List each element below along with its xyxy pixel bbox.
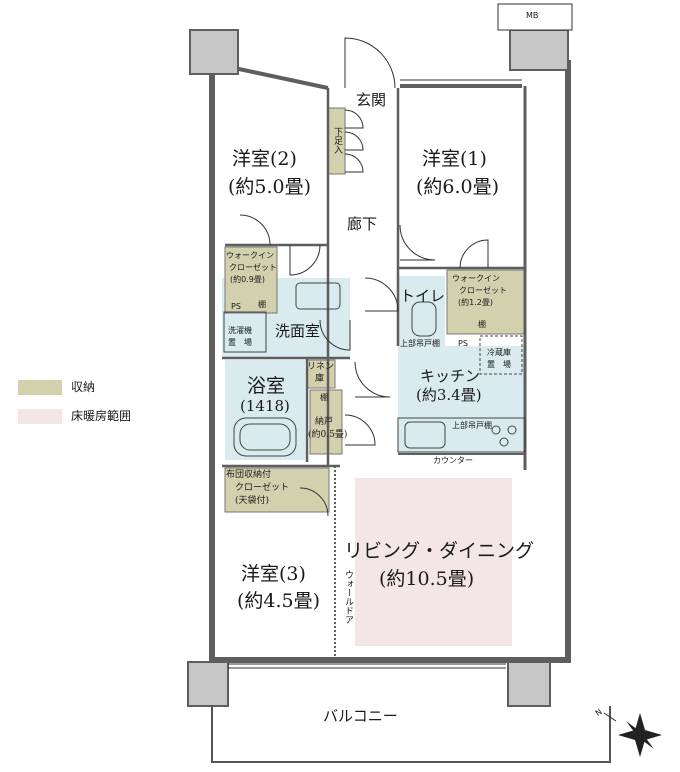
room2-size: (約5.0畳): [228, 176, 312, 198]
mb-box: [497, 3, 573, 31]
room3-name: 洋室(3): [241, 563, 306, 585]
wall-door-label: ウォールドア: [343, 570, 353, 624]
column-top-left: [189, 29, 239, 75]
wic-left-l3: (約0.9畳): [230, 275, 265, 284]
sink: [404, 421, 446, 449]
room2-door: [289, 244, 321, 276]
toilet-upper-cabinet: 上部吊戸棚: [400, 339, 440, 348]
fridge-place: [479, 335, 523, 375]
shoe-door-2: [344, 131, 364, 151]
wic-left-door: [239, 214, 271, 246]
kitchen-door: [354, 361, 391, 398]
washer-l1: 洗濯機: [228, 326, 252, 335]
fixtures: [223, 282, 526, 457]
ps-right: PS: [458, 339, 468, 348]
bathtub-inner: [239, 423, 291, 451]
wash-door: [319, 319, 351, 351]
linen-l2: 庫: [315, 374, 325, 384]
ps-left: PS: [231, 302, 241, 311]
windows: [228, 79, 522, 669]
compass-star-diag: [626, 721, 654, 749]
storeroom-l1: 納戸: [315, 417, 334, 427]
legend-swatch-storage: [18, 380, 62, 395]
futon-l3: (天袋付): [235, 496, 270, 506]
kitchen-area: [398, 346, 525, 454]
compass-rose: [603, 712, 662, 757]
linen-l1: リネン: [307, 362, 335, 372]
storeroom-l2: (約0.5畳): [308, 430, 348, 440]
room2-name: 洋室(2): [232, 148, 297, 170]
kitchen-size: (約3.4畳): [416, 386, 482, 404]
wic-left-l1: ウォークイン: [226, 251, 274, 260]
floor-heating-area: [355, 478, 512, 646]
linen-storage: [306, 359, 336, 389]
compass-arrow: [603, 712, 617, 722]
wic-right-door: [459, 239, 489, 269]
column-top-right: [509, 29, 569, 71]
burner-2: [507, 425, 517, 435]
room1-door: [399, 224, 436, 261]
washroom-label: 洗面室: [275, 322, 321, 340]
toilet-area: [398, 276, 445, 346]
balcony-rail: [211, 706, 611, 763]
room3-door: [299, 487, 329, 517]
toilet-door: [364, 277, 399, 312]
wic-left-shelf: 棚: [258, 300, 266, 309]
mb-label: MB: [526, 11, 539, 20]
bath-size: (1418): [240, 397, 290, 415]
bathtub: [233, 417, 297, 457]
wic-right-l2: クローゼット: [459, 286, 507, 295]
kitchen-upper-cabinet: 上部吊戸棚: [452, 421, 492, 430]
balcony: [211, 706, 611, 763]
shoe-door-1: [344, 109, 364, 129]
living-name: リビング・ダイニング: [344, 540, 535, 562]
shoe-box-label: 下足入: [332, 127, 342, 154]
column-bottom-right: [507, 661, 551, 707]
counter-label: カウンター: [433, 456, 473, 465]
legend-label-floor-heating: 床暖房範囲: [71, 409, 132, 423]
washer-l2: 置 場: [228, 338, 252, 347]
wic-right-shelf: 棚: [478, 320, 486, 329]
futon-l1: 布団収納付: [226, 470, 272, 480]
door-swings: [239, 37, 489, 517]
entrance-label: 玄関: [356, 91, 387, 109]
outer-wall: [209, 60, 571, 663]
wic-right-l1: ウォークイン: [452, 274, 500, 283]
storeroom-shelf: 棚: [320, 393, 328, 402]
room1-size: (約6.0畳): [416, 176, 500, 198]
burner-1: [491, 425, 501, 435]
bath-name: 浴室: [247, 375, 286, 397]
hallway-label: 廊下: [347, 215, 378, 233]
column-bottom-left: [187, 661, 229, 707]
toilet-fixture: [411, 301, 437, 337]
washer-place: [223, 311, 267, 353]
entrance-door: [344, 37, 396, 89]
legend-swatch-floor-heating: [18, 409, 62, 424]
wic-right-l3: (約1.2畳): [458, 298, 493, 307]
living-size: (約10.5畳): [379, 568, 475, 590]
kitchen-name: キッチン: [420, 367, 481, 385]
fridge-l1: 冷蔵庫: [487, 348, 511, 357]
toilet-label: トイレ: [400, 287, 446, 305]
washbasin: [295, 282, 341, 310]
walls: [209, 60, 571, 663]
room1-name: 洋室(1): [422, 148, 487, 170]
storeroom-storage: [309, 389, 343, 455]
burner-3: [499, 437, 509, 447]
balcony-label: バルコニー: [323, 707, 398, 725]
room3-size: (約4.5畳): [237, 590, 321, 612]
kitchen-counter: [397, 417, 526, 453]
legend-label-storage: 収納: [71, 380, 96, 394]
wic-left-storage: [224, 246, 278, 314]
bath-area: [225, 360, 305, 460]
futon-l2: クローゼット: [235, 483, 290, 493]
wic-right-storage: [446, 269, 525, 335]
shoe-door-3: [344, 153, 364, 173]
top-wall-left: [224, 64, 329, 90]
storeroom-door: [344, 414, 376, 446]
wic-left-l2: クローゼット: [229, 263, 277, 272]
fridge-l2: 置 場: [487, 360, 511, 369]
columns: [187, 29, 569, 707]
